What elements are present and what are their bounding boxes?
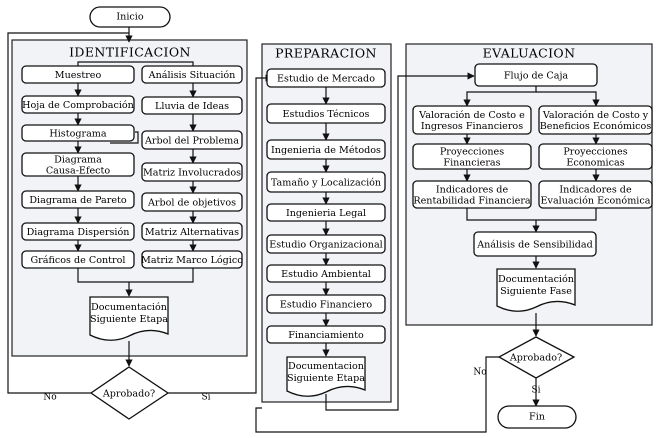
prep-box-9-label: Financiamiento bbox=[288, 330, 364, 341]
id-right-box-7: Matriz Marco Lógico bbox=[141, 250, 243, 269]
id-right-box-4: Matriz Involucrados bbox=[141, 162, 243, 182]
end-label: Fin bbox=[529, 412, 545, 423]
id-right-box-3: Arbol del Problema bbox=[141, 130, 243, 150]
decision-2-label: Aprobado? bbox=[509, 353, 562, 364]
prep-box-2: Estudios Técnicos bbox=[266, 103, 386, 124]
id-left-box-5: Diagrama de Pareto bbox=[21, 190, 135, 209]
prep-box-9: Financiamiento bbox=[266, 325, 386, 344]
identificacion-title: IDENTIFICACION bbox=[69, 45, 191, 60]
id-right-box-2-label: Lluvia de Ideas bbox=[155, 101, 229, 112]
connectors bbox=[7, 27, 600, 433]
prep-box-5: Ingenieria Legal bbox=[266, 203, 386, 222]
id-left-box-7: Gráficos de Control bbox=[21, 250, 135, 269]
sensibilidad-box: Análisis de Sensibilidad bbox=[473, 231, 597, 257]
id-right-box-1: Análisis Situación bbox=[141, 65, 243, 84]
decision-1-no: No bbox=[43, 393, 56, 403]
prep-box-1-label: Estudio de Mercado bbox=[277, 74, 375, 85]
end-terminal: Fin bbox=[497, 405, 577, 429]
id-left-box-3: Histograma bbox=[21, 124, 135, 142]
flujo-caja-box: Flujo de Caja bbox=[474, 63, 598, 87]
sensibilidad-box-label: Análisis de Sensibilidad bbox=[476, 240, 593, 251]
prep-box-8-label: Estudio Financiero bbox=[280, 300, 373, 311]
id-right-box-2: Lluvia de Ideas bbox=[141, 96, 243, 115]
id-right-box-4-label: Matriz Involucrados bbox=[143, 168, 241, 179]
decision-2-no: No bbox=[473, 368, 486, 378]
decision-1-label: Aprobado? bbox=[102, 389, 155, 400]
prep-box-7-label: Estudio Ambiental bbox=[281, 269, 371, 280]
evaluacion-title: EVALUACION bbox=[483, 46, 576, 61]
id-left-box-5-label: Diagrama de Pareto bbox=[29, 195, 127, 206]
prep-box-2-label: Estudios Técnicos bbox=[283, 109, 370, 120]
id-left-box-6-label: Diagrama Dispersión bbox=[27, 227, 130, 238]
decision-1-yes: Si bbox=[201, 393, 210, 403]
id-left-box-6: Diagrama Dispersión bbox=[21, 222, 135, 241]
id-left-box-2-label: Hoja de Comprobación bbox=[22, 100, 134, 111]
start-label: Inicio bbox=[116, 12, 143, 23]
prep-box-3-label: Ingenieria de Métodos bbox=[271, 145, 381, 156]
prep-box-5-label: Ingenieria Legal bbox=[286, 208, 366, 219]
id-right-box-1-label: Análisis Situación bbox=[148, 70, 236, 81]
id-left-box-1-label: Muestreo bbox=[55, 70, 102, 81]
id-left-box-3-label: Histograma bbox=[49, 129, 107, 140]
id-right-box-3-label: Arbol del Problema bbox=[144, 136, 239, 147]
id-left-box-7-label: Gráficos de Control bbox=[31, 255, 126, 266]
id-right-box-5: Arbol de objetivos bbox=[141, 192, 243, 212]
prep-box-8: Estudio Financiero bbox=[266, 294, 386, 314]
id-left-box-1: Muestreo bbox=[21, 65, 135, 84]
prep-box-3: Ingenieria de Métodos bbox=[266, 139, 386, 160]
prep-box-4-label: Tamaño y Localización bbox=[271, 178, 381, 189]
decision-2-yes: Si bbox=[531, 386, 540, 396]
prep-box-6: Estudio Organizacional bbox=[266, 234, 386, 254]
prep-box-7: Estudio Ambiental bbox=[266, 264, 386, 283]
flujo-caja-box-label: Flujo de Caja bbox=[504, 71, 569, 82]
id-right-box-6: Matriz Alternativas bbox=[141, 222, 243, 241]
prep-box-1: Estudio de Mercado bbox=[266, 68, 386, 88]
start-terminal: Inicio bbox=[89, 6, 171, 28]
preparacion-title: PREPARACION bbox=[275, 46, 377, 61]
id-right-box-5-label: Arbol de objetivos bbox=[147, 198, 236, 209]
id-left-box-2: Hoja de Comprobación bbox=[21, 95, 135, 114]
id-right-box-6-label: Matriz Alternativas bbox=[145, 227, 239, 238]
decision-2: Aprobado? bbox=[497, 336, 576, 379]
prep-box-6-label: Estudio Organizacional bbox=[269, 240, 383, 251]
decision-1: Aprobado? bbox=[89, 366, 170, 420]
prep-box-4: Tamaño y Localización bbox=[266, 171, 386, 193]
id-right-box-7-label: Matriz Marco Lógico bbox=[141, 255, 243, 266]
